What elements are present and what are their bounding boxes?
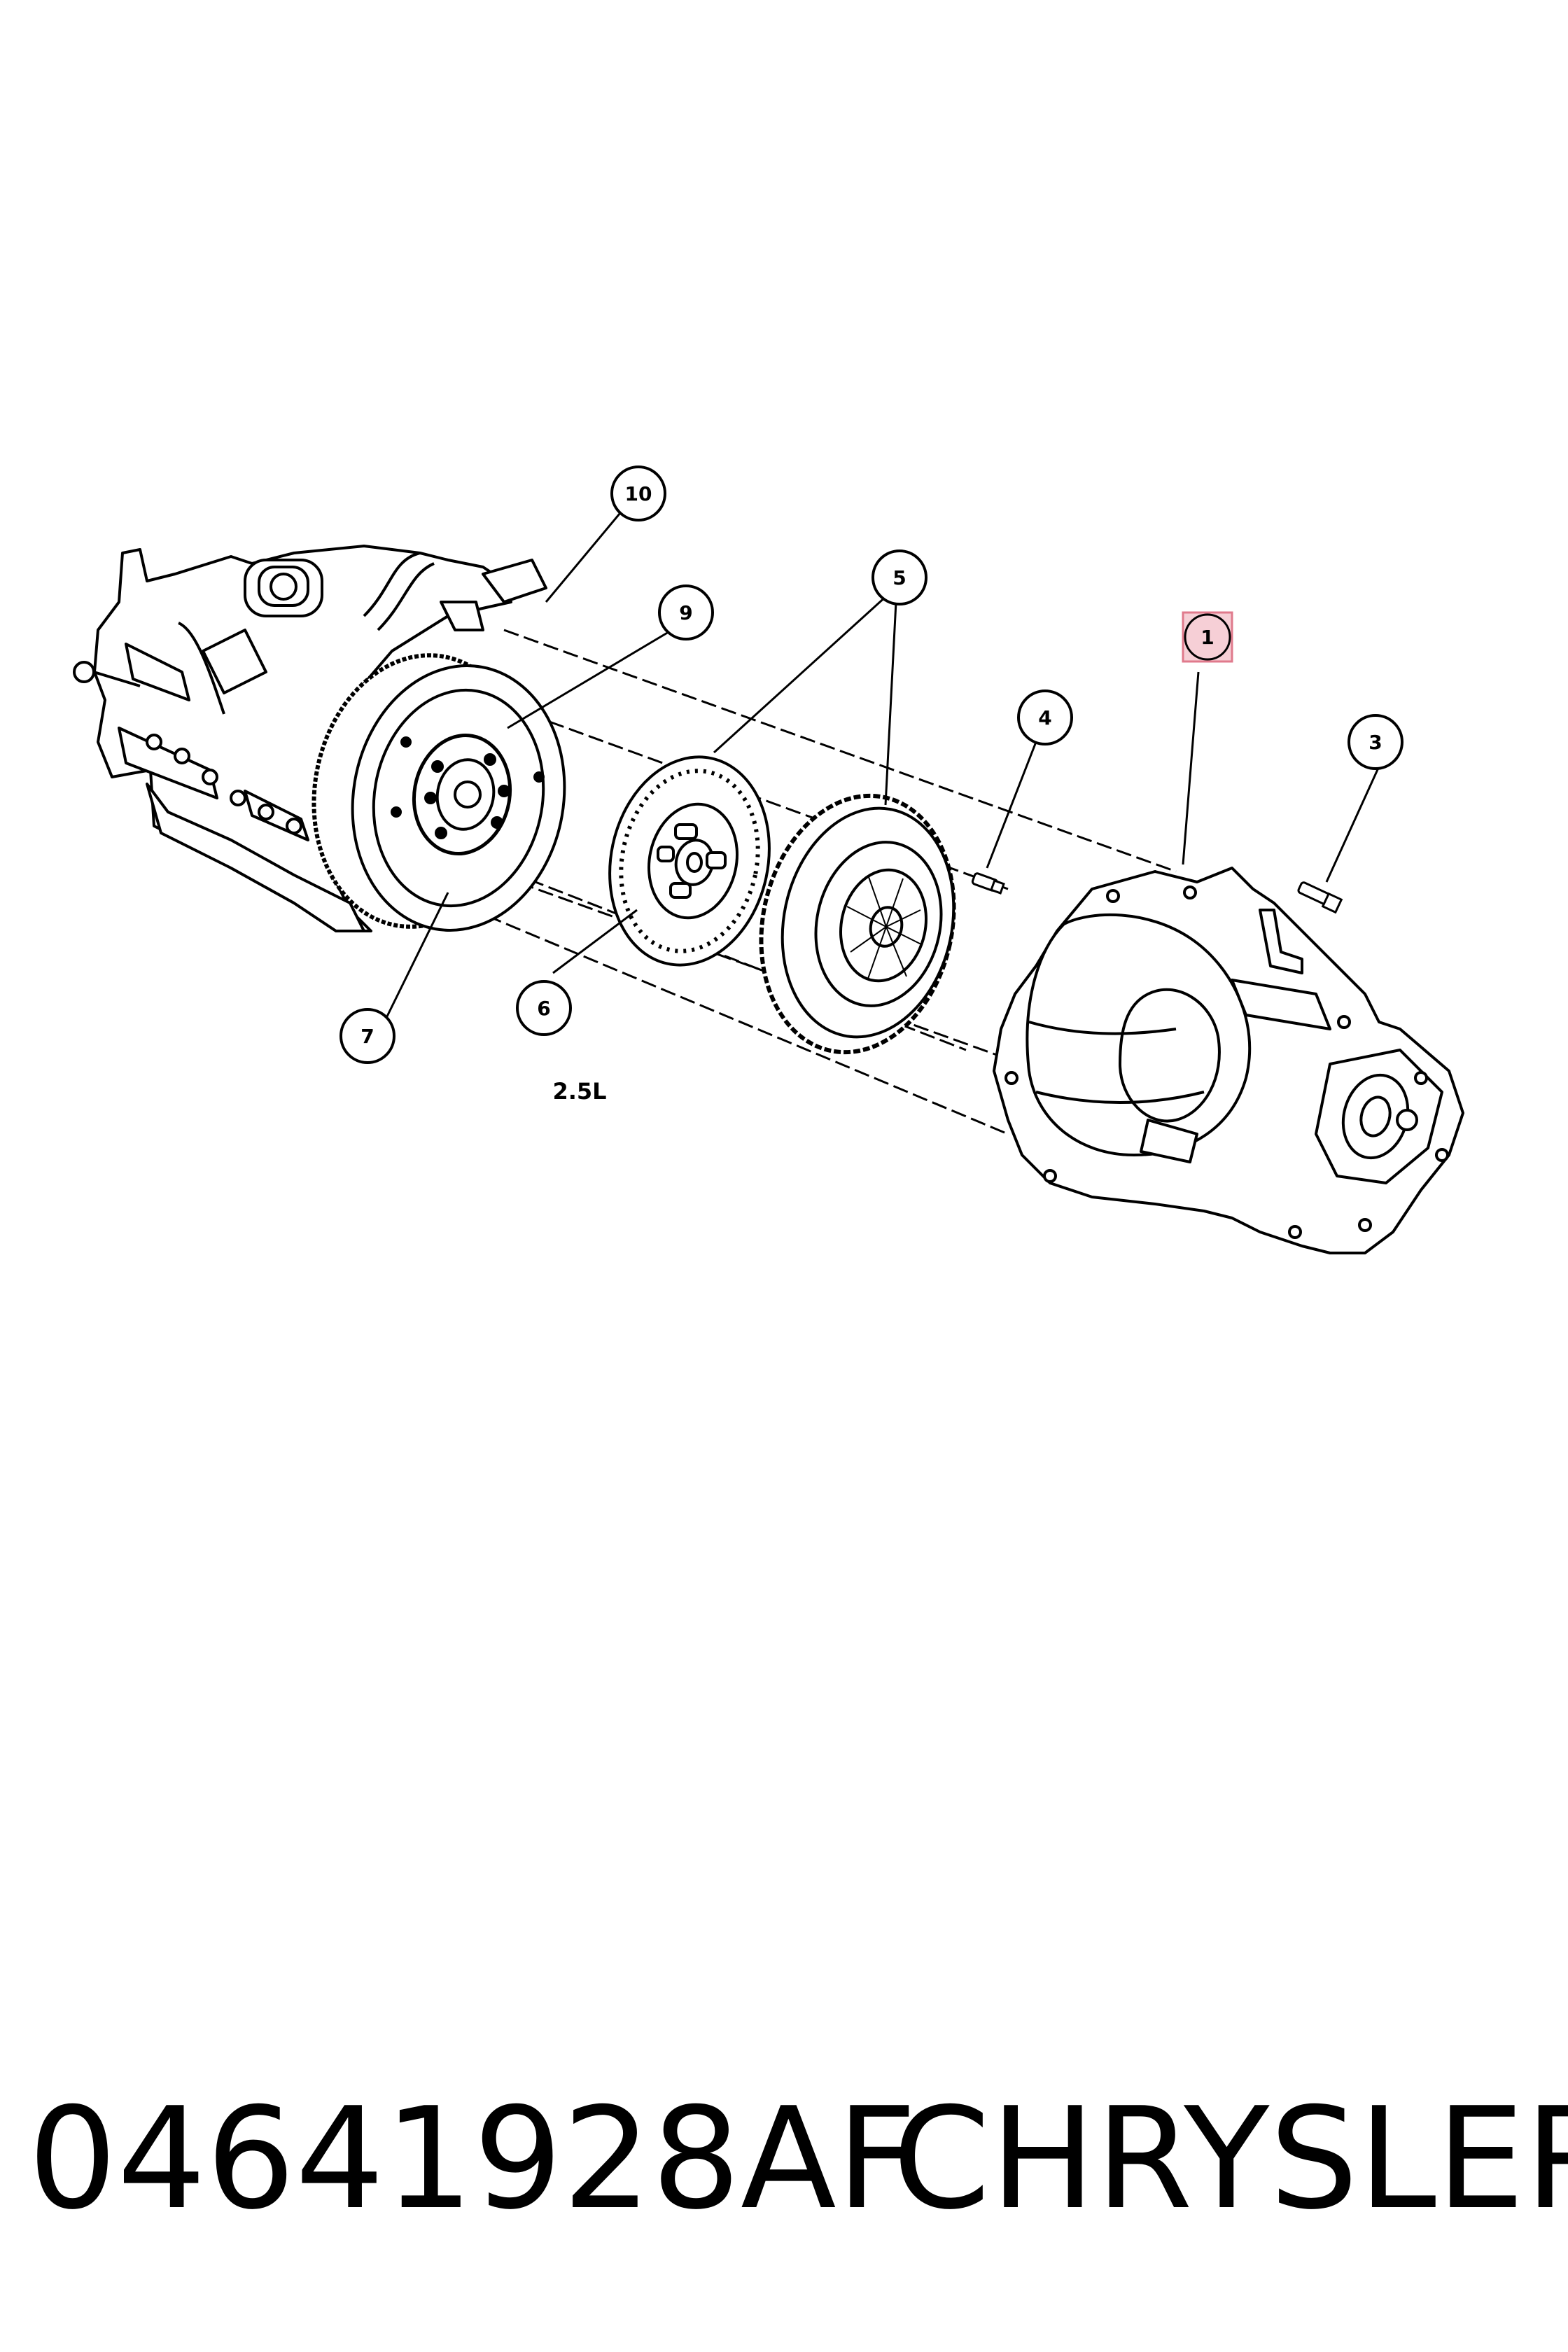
svg-text:1: 1: [1200, 626, 1214, 649]
callout-4[interactable]: 4: [1017, 690, 1073, 746]
svg-text:10: 10: [625, 482, 652, 505]
callout-10[interactable]: 10: [610, 465, 666, 522]
svg-text:9: 9: [679, 601, 692, 624]
callout-3[interactable]: 3: [1348, 714, 1404, 770]
flywheel: [312, 653, 566, 932]
callout-9[interactable]: 9: [658, 584, 714, 640]
callout-6[interactable]: 6: [516, 980, 572, 1036]
leader-lines: [384, 509, 1380, 1021]
callout-1[interactable]: 1: [1182, 611, 1233, 663]
transaxle: [993, 867, 1464, 1254]
engine-block: [73, 545, 547, 932]
svg-text:6: 6: [537, 997, 550, 1020]
part-number: 04641928AF: [28, 2078, 917, 2241]
bolt-item-4: [971, 872, 1005, 895]
bolt-item-3: [1297, 881, 1343, 914]
pressure-plate: [759, 793, 956, 1055]
clutch-disc: [608, 755, 771, 967]
svg-text:4: 4: [1038, 706, 1051, 729]
svg-text:3: 3: [1368, 731, 1382, 754]
brand-name: CHRYSLER: [892, 2078, 1568, 2241]
svg-text:7: 7: [360, 1025, 374, 1048]
callout-5[interactable]: 5: [872, 550, 927, 606]
callout-7[interactable]: 7: [340, 1008, 396, 1064]
engine-size-label: 2.5L: [552, 1078, 606, 1105]
svg-text:5: 5: [892, 566, 906, 589]
